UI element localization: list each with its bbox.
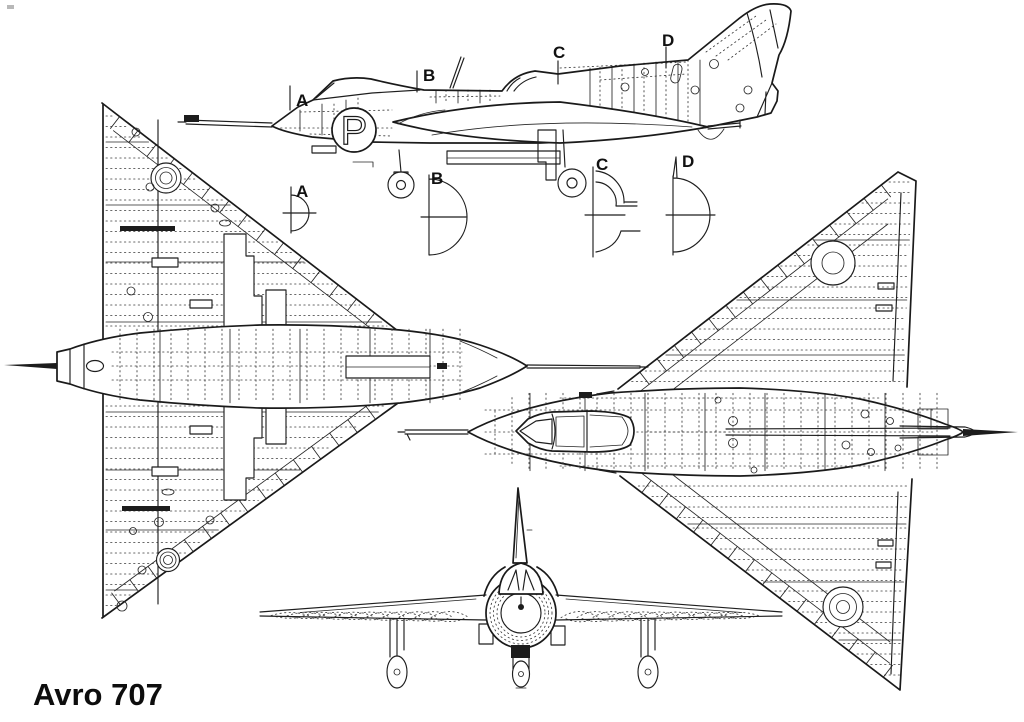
- topside-details: [714, 396, 949, 474]
- tail-bumper: [85, 359, 105, 373]
- wing-root-intakes: [596, 390, 617, 474]
- cross-section-label-a: A: [296, 182, 308, 201]
- topside-wing-outline: [617, 171, 917, 691]
- far-wing-edge: [397, 109, 693, 136]
- topside-canopy: [515, 392, 635, 453]
- station-label-c: C: [553, 43, 565, 62]
- inspection-ports: [620, 59, 753, 113]
- station-ticks: [289, 46, 667, 111]
- cross-section-b: [420, 174, 468, 256]
- front-fuselage: [485, 577, 557, 649]
- exhaust-nozzle: [756, 82, 773, 118]
- belly-flap: [446, 150, 561, 165]
- station-label-b: B: [423, 66, 435, 85]
- tail-bumper-fairing: [697, 128, 725, 140]
- front-main-gear-right: [637, 618, 659, 689]
- nose-gear-door-edge: [311, 145, 337, 154]
- underside-plan-view: [4, 102, 649, 619]
- nose-gear: [387, 149, 415, 199]
- front-main-gear-left: [386, 618, 408, 689]
- canopy-frame: [312, 82, 421, 101]
- underside-nose-boom: [526, 364, 649, 369]
- cross-section-d: [665, 156, 716, 256]
- rudder-hinge: [746, 9, 779, 78]
- fin-planform: [649, 425, 1018, 439]
- nose-fairing-lines: [459, 340, 498, 394]
- cross-section-a: [282, 186, 317, 234]
- roundel-underside-upper: [150, 162, 182, 194]
- cross-section-label-b: B: [431, 169, 443, 188]
- cross-sections: A B C D: [282, 152, 716, 258]
- front-nose-gear: [511, 645, 531, 689]
- nose-step: [352, 161, 374, 168]
- roundel-topside-upper: [810, 240, 856, 286]
- cross-section-c: [584, 166, 641, 258]
- topside-plan-view: [397, 171, 1018, 691]
- wing-trailing-edge-side: [707, 119, 742, 130]
- cross-section-label-d: D: [682, 152, 694, 171]
- front-canopy: [483, 562, 559, 597]
- front-wings: [259, 594, 783, 621]
- side-view: P A B C D: [177, 3, 792, 199]
- roundel-topside-lower: [822, 586, 864, 628]
- station-label-d: D: [662, 31, 674, 50]
- wing-root-chord: [392, 101, 709, 144]
- gear-door-right: [550, 625, 566, 646]
- drawing-title: Avro 707: [33, 677, 163, 712]
- topside-nose-boom: [397, 429, 469, 441]
- prototype-roundel: [331, 107, 377, 153]
- roundel-underside-lower: [155, 547, 181, 573]
- antenna-mast: [449, 56, 465, 89]
- main-gear: [537, 129, 587, 198]
- front-view: [259, 487, 783, 689]
- scan-artifact: [7, 5, 14, 9]
- topside-wing-texture: [631, 181, 913, 678]
- cross-section-label-c: C: [596, 155, 608, 174]
- boom-vane: [184, 115, 199, 122]
- intake-lip: [506, 76, 537, 92]
- bay-latch: [437, 363, 447, 369]
- prototype-p-marking: P: [341, 109, 368, 153]
- underside-fuselage: [56, 324, 528, 409]
- tail-probe: [4, 363, 57, 369]
- underside-ports: [116, 127, 231, 612]
- front-fin: [512, 487, 533, 564]
- underside-fuselage-texture: [111, 328, 463, 404]
- station-label-a: A: [296, 91, 308, 110]
